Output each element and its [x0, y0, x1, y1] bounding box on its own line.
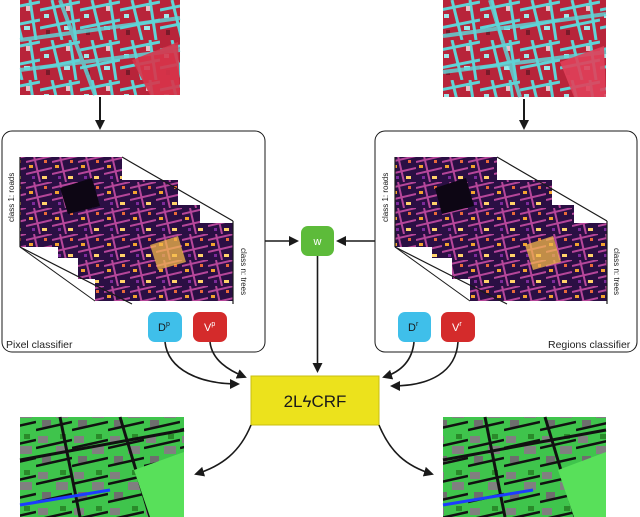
arrow-crf-to-right-output — [378, 424, 434, 477]
pixel-classifier-panel: class 1: roads class n: trees Pixel clas… — [1, 130, 266, 353]
pixel-potential-base: V — [204, 322, 212, 334]
regions-class-last-label: class n: trees — [612, 248, 621, 295]
output-map-right — [442, 416, 607, 517]
crf-node-label: 2LϟCRF — [284, 392, 347, 411]
pixel-potential-sup: p — [211, 321, 215, 328]
svg-text:Dr: Dr — [408, 321, 419, 334]
region-data-term-base: D — [408, 322, 416, 334]
arrow-pixel-d-to-crf — [164, 341, 240, 389]
crf-node: 2LϟCRF — [250, 375, 380, 426]
pixel-data-term-sup: p — [166, 321, 170, 328]
pixel-class-stack — [19, 156, 234, 305]
pixel-class-last-label: class n: trees — [239, 248, 248, 295]
aerial-image-left — [19, 0, 181, 96]
region-potential-sup: r — [459, 321, 462, 328]
regions-class-first-label: class 1: roads — [381, 173, 390, 222]
region-data-term-chip: Dr — [398, 312, 431, 342]
weight-node-label: w — [313, 236, 322, 248]
regions-class-stack — [394, 156, 608, 305]
pixel-potential-chip: Vp — [193, 312, 227, 342]
svg-text:Vp: Vp — [204, 321, 215, 334]
aerial-image-right — [442, 0, 607, 98]
output-map-left — [19, 416, 185, 517]
pixel-data-term-chip: Dp — [148, 312, 182, 342]
arrow-pixel-v-to-crf — [209, 341, 247, 379]
region-data-term-sup: r — [416, 321, 419, 328]
pixel-classifier-label: Pixel classifier — [6, 339, 73, 351]
pixel-data-term-base: D — [158, 322, 166, 334]
svg-text:Vr: Vr — [452, 321, 462, 334]
pixel-class-first-label: class 1: roads — [7, 173, 16, 222]
arrow-region-d-to-crf — [382, 341, 415, 380]
weight-node: w — [301, 226, 334, 256]
region-potential-chip: Vr — [441, 312, 475, 342]
svg-text:Dp: Dp — [158, 321, 170, 334]
regions-classifier-label: Regions classifier — [548, 339, 631, 351]
arrow-region-v-to-crf — [390, 341, 459, 391]
region-potential-base: V — [452, 322, 460, 334]
regions-classifier-panel: class 1: roads class n: trees Regions cl… — [374, 130, 638, 353]
arrow-crf-to-left-output — [194, 424, 252, 477]
